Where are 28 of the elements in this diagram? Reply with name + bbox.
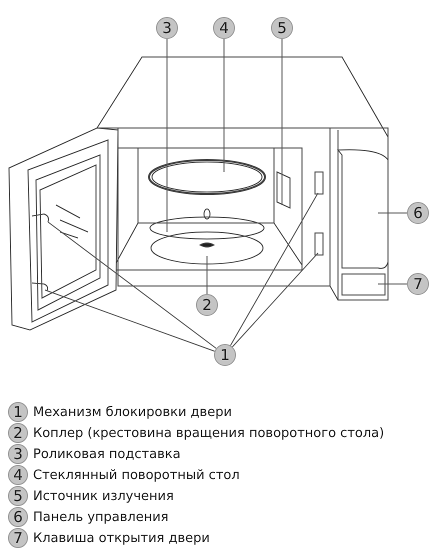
callout-number: 1 — [214, 344, 236, 366]
leader-line — [44, 290, 216, 352]
callout-number: 5 — [8, 486, 28, 506]
leader-line — [166, 38, 168, 232]
callout-number: 1 — [8, 402, 28, 422]
part-description: Стеклянный поворотный стол — [33, 468, 240, 482]
part-description: Механизм блокировки двери — [33, 404, 232, 420]
leader-line — [232, 252, 318, 348]
callout-number: 6 — [8, 507, 28, 527]
callout-number: 5 — [271, 17, 293, 39]
leader-line — [378, 212, 408, 214]
leader-line — [48, 222, 217, 349]
callout-number: 4 — [213, 17, 235, 39]
part-description: Панель управления — [33, 510, 168, 524]
callout-number: 3 — [156, 17, 178, 39]
leader-line — [206, 256, 208, 294]
part-description: Коплер (крестовина вращения поворотного стола) — [33, 426, 384, 440]
leader-line — [230, 192, 318, 346]
part-description: Роликовая подставка — [33, 446, 181, 462]
callout-number: 6 — [407, 202, 429, 224]
callout-number: 3 — [8, 444, 28, 464]
part-description: Источник излучения — [33, 488, 174, 504]
callout-number: 7 — [407, 273, 429, 295]
callout-number: 4 — [8, 465, 28, 485]
callout-number: 7 — [8, 528, 28, 548]
callout-number: 2 — [8, 423, 28, 443]
part-description: Клавиша открытия двери — [33, 530, 210, 546]
callout-number: 2 — [196, 294, 218, 316]
